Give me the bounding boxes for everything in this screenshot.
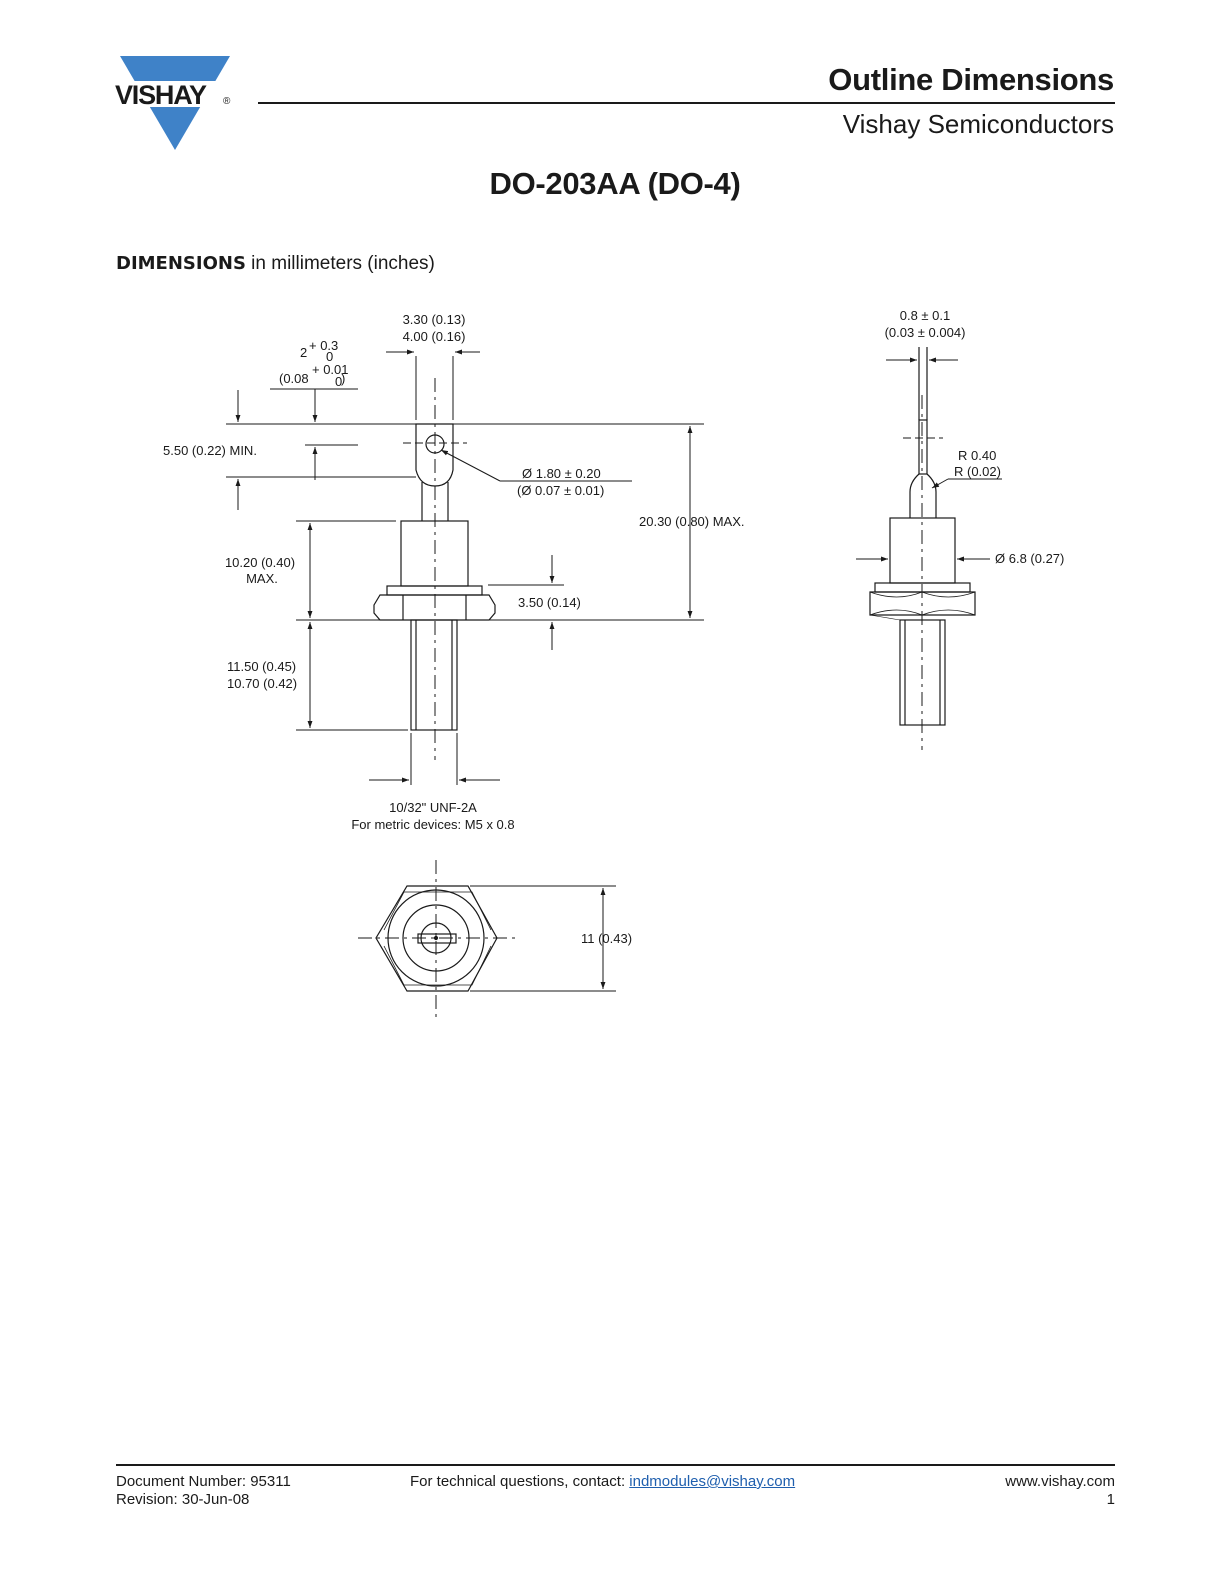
bottom-view-dimensions xyxy=(470,885,616,992)
hole-diameter-in-label: (Ø 0.07 ± 0.01) xyxy=(517,483,604,498)
front-view-dimensions xyxy=(226,349,704,785)
footer-contact: For technical questions, contact: indmod… xyxy=(410,1473,795,1491)
dimensions-heading: DIMENSIONS in millimeters (inches) xyxy=(116,253,435,275)
bottom-view xyxy=(358,860,515,1018)
tab-top-mm-label: 2 xyxy=(300,345,307,360)
radius-mm-label: R 0.40 xyxy=(958,448,996,463)
hex-thickness-label: 3.50 (0.14) xyxy=(518,595,581,610)
tab-top-in-upper: + 0.01 xyxy=(312,362,349,377)
tab-width-label-b: 4.00 (0.16) xyxy=(403,329,466,344)
tab-top-in-close: ) xyxy=(341,371,345,386)
stud-length-label-b: 10.70 (0.42) xyxy=(227,676,297,691)
header-subtitle: Vishay Semiconductors xyxy=(842,109,1114,139)
tab-top-in-label: (0.08 xyxy=(279,371,309,386)
stud-length-label-a: 11.50 (0.45) xyxy=(227,659,296,674)
logo-registered-mark: ® xyxy=(223,96,231,107)
dimensions-heading-unit: in millimeters (inches) xyxy=(245,253,435,274)
footer-rule xyxy=(116,1464,1115,1466)
header-rule xyxy=(258,102,1115,104)
contact-email-link[interactable]: indmodules@vishay.com xyxy=(629,1473,796,1490)
contact-prefix: For technical questions, contact: xyxy=(410,1473,630,1490)
thread-label-b: For metric devices: M5 x 0.8 xyxy=(351,817,514,832)
revision-date: Revision: 30-Jun-08 xyxy=(116,1491,250,1508)
hex-flats-label: 11 (0.43) xyxy=(581,931,632,946)
document-title: DO-203AA (DO-4) xyxy=(489,166,741,201)
side-view-labels: 0.8 ± 0.1 (0.03 ± 0.004) R 0.40 R (0.02)… xyxy=(885,308,1065,566)
tab-top-mm-upper: + 0.3 xyxy=(309,338,338,353)
body-height-label-a: 10.20 (0.40) xyxy=(225,555,295,570)
tab-width-label-a: 3.30 (0.13) xyxy=(403,312,466,327)
outline-drawing: 3.30 (0.13) 4.00 (0.16) 2 + 0.3 0 (0.08 … xyxy=(163,308,1065,1018)
dimensions-heading-bold: DIMENSIONS xyxy=(116,253,246,274)
lead-thickness-mm-label: 0.8 ± 0.1 xyxy=(900,308,951,323)
side-view xyxy=(869,347,976,750)
thread-label-a: 10/32" UNF-2A xyxy=(389,800,477,815)
body-height-label-b: MAX. xyxy=(246,571,278,586)
tab-top-mm-lower: 0 xyxy=(326,349,333,364)
vishay-logo: VISHAY ® xyxy=(114,56,232,150)
hole-diameter-mm-label: Ø 1.80 ± 0.20 xyxy=(522,466,601,481)
lead-min-label: 5.50 (0.22) MIN. xyxy=(163,443,257,458)
front-view xyxy=(373,378,496,760)
document-number: Document Number: 95311 xyxy=(116,1473,291,1490)
header-title: Outline Dimensions xyxy=(828,62,1114,97)
website-link[interactable]: www.vishay.com xyxy=(1005,1473,1115,1490)
footer-document-info: Document Number: 95311 Revision: 30-Jun-… xyxy=(116,1473,291,1509)
page-number: 1 xyxy=(1106,1491,1115,1508)
radius-in-label: R (0.02) xyxy=(954,464,1001,479)
tab-top-in-lower: 0 xyxy=(335,374,342,389)
footer-site-info: www.vishay.com 1 xyxy=(1005,1473,1115,1509)
front-view-labels: 3.30 (0.13) 4.00 (0.16) 2 + 0.3 0 (0.08 … xyxy=(163,312,745,832)
lead-thickness-in-label: (0.03 ± 0.004) xyxy=(885,325,966,340)
side-view-dimensions xyxy=(856,357,1002,562)
overall-max-label: 20.30 (0.80) MAX. xyxy=(639,514,745,529)
logo-wordmark: VISHAY xyxy=(115,80,207,110)
body-diameter-label: Ø 6.8 (0.27) xyxy=(995,551,1064,566)
